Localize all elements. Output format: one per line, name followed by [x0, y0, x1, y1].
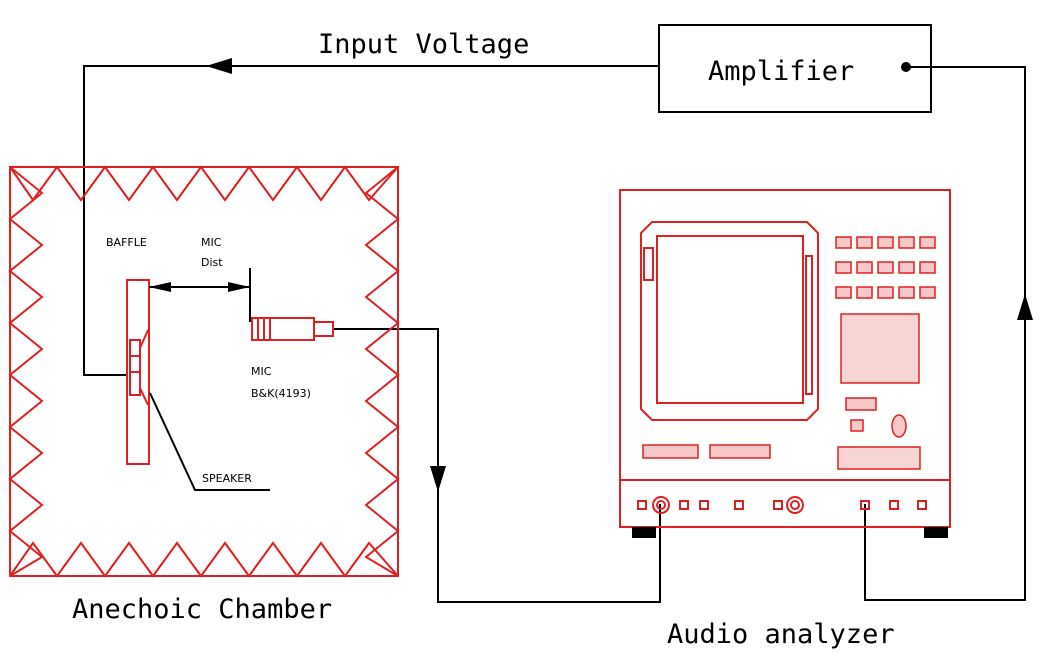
amplifier-box [658, 24, 932, 113]
mic-dist-label-2: Dist [201, 256, 223, 269]
chamber-wedges-top [9, 165, 399, 202]
audio-analyzer [619, 189, 951, 538]
baffle-label: BAFFLE [106, 236, 147, 249]
analyzer-foot-right [924, 527, 948, 538]
amplifier-label: Amplifier [708, 56, 854, 87]
mic-signal-arrow [430, 466, 446, 492]
analyzer-screen [656, 235, 804, 404]
input-voltage-arrow [206, 58, 232, 74]
mic-label-1: MIC [251, 365, 272, 378]
mic-dist-arrow-left [149, 282, 171, 292]
chamber-wedges-bottom [9, 541, 399, 578]
anechoic-chamber [8, 165, 400, 578]
analyzer-numeric-pad [840, 313, 920, 384]
mic-dist-arrow-right [228, 282, 250, 292]
analyzer-keypad-top [835, 236, 936, 299]
audio-analyzer-label: Audio analyzer [667, 619, 895, 650]
mic-label-2: B&K(4193) [251, 387, 311, 400]
amplifier-return-wire [864, 66, 1026, 601]
amplifier-return-arrow [1017, 294, 1033, 320]
analyzer-front-connectors [637, 496, 927, 514]
speaker [129, 339, 141, 396]
input-voltage-label: Input Voltage [318, 29, 529, 60]
speaker-label: SPEAKER [202, 472, 252, 485]
chamber-wedges-right [364, 166, 400, 577]
speaker-pointer [149, 392, 270, 491]
input-voltage-wire [83, 65, 659, 376]
analyzer-knob [891, 414, 907, 438]
chamber-wedges-left [8, 166, 44, 577]
analyzer-screen-bezel [640, 221, 819, 421]
mic-dist-label-1: MIC [201, 236, 222, 249]
anechoic-chamber-label: Anechoic Chamber [72, 594, 332, 625]
analyzer-foot-left [632, 527, 656, 538]
mic-signal-wire [333, 328, 661, 603]
microphone [251, 317, 334, 341]
baffle [126, 279, 150, 465]
